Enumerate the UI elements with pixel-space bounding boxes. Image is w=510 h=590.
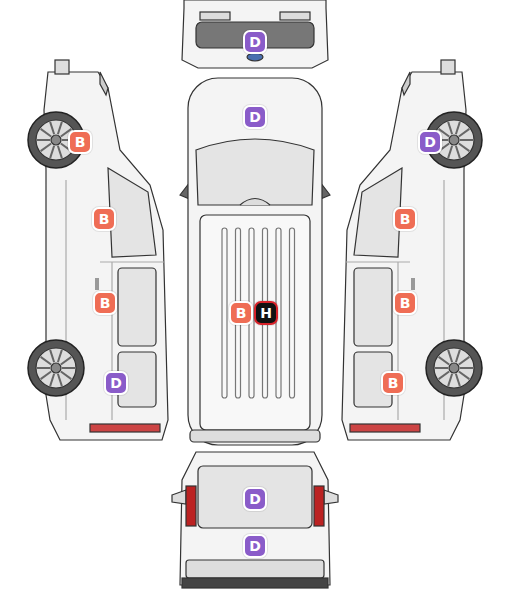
- badge-letter: B: [400, 296, 411, 310]
- badge-marker: B: [381, 371, 405, 395]
- badge-letter: D: [249, 110, 261, 124]
- badge-letter: D: [249, 539, 261, 553]
- badge-marker: H: [254, 301, 278, 325]
- badge-marker: D: [418, 130, 442, 154]
- badge-marker: B: [68, 130, 92, 154]
- badge-letter: B: [75, 135, 86, 149]
- badge-marker: B: [393, 291, 417, 315]
- badge-letter: D: [249, 492, 261, 506]
- badge-marker: B: [93, 291, 117, 315]
- badge-letter: D: [249, 35, 261, 49]
- badge-letter: B: [400, 212, 411, 226]
- badge-marker: D: [243, 487, 267, 511]
- badge-marker: D: [104, 371, 128, 395]
- badge-letter: B: [99, 212, 110, 226]
- badge-marker: B: [229, 301, 253, 325]
- badge-marker: B: [92, 207, 116, 231]
- badge-marker: D: [243, 534, 267, 558]
- badge-marker: D: [243, 105, 267, 129]
- badge-letter: B: [236, 306, 247, 320]
- badge-letter: D: [424, 135, 436, 149]
- badge-letter: B: [100, 296, 111, 310]
- badge-letter: B: [388, 376, 399, 390]
- badge-marker: B: [393, 207, 417, 231]
- badge-marker: D: [243, 30, 267, 54]
- badge-letter: D: [110, 376, 122, 390]
- badge-letter: H: [260, 306, 272, 320]
